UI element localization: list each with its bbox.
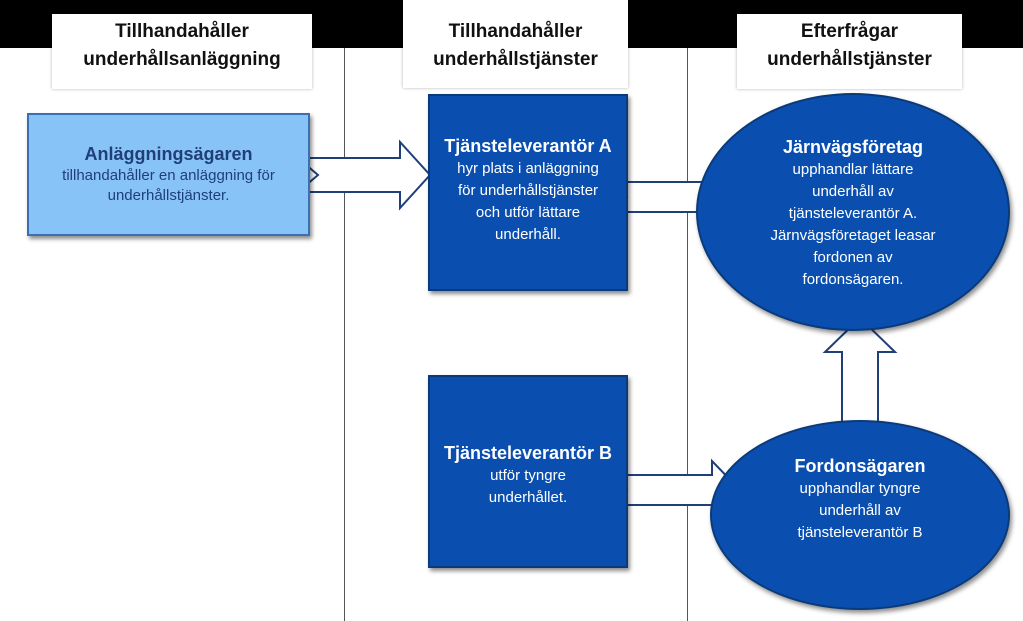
facility-owner-text: tillhandahåller en anläggning för xyxy=(62,167,275,184)
provider-a-text: underhåll. xyxy=(495,226,561,243)
lane-header-services: Tillhandahåller underhållstjänster xyxy=(403,0,628,88)
facility-owner-text: underhållstjänster. xyxy=(107,187,230,204)
provider-b-text: utför tyngre xyxy=(490,467,566,484)
provider-b-title: Tjänsteleverantör B xyxy=(443,443,613,463)
vehicle-owner-text: underhåll av xyxy=(819,502,901,519)
lane-header-line: underhållsanläggning xyxy=(83,49,281,70)
railway-company-text: fordonsägaren. xyxy=(802,271,904,288)
vehicle-owner-title: Fordonsägaren xyxy=(794,456,926,476)
facility-owner-box: Anläggningsägaren tillhandahåller en anl… xyxy=(27,113,310,236)
provider-b-text: underhållet. xyxy=(488,489,568,506)
lane-header-line: Efterfrågar xyxy=(800,21,899,42)
provider-a-title: Tjänsteleverantör A xyxy=(444,136,612,156)
railway-company-text: fordonen av xyxy=(813,249,893,266)
vehicle-owner-text: upphandlar tyngre xyxy=(799,480,921,497)
lane-header-facility: Tillhandahåller underhållsanläggning xyxy=(52,14,312,89)
railway-company-title: Järnvägsföretag xyxy=(782,137,924,157)
arrow-owner-to-provider-a xyxy=(295,139,432,211)
lane-header-demand: Efterfrågar underhållstjänster xyxy=(737,14,962,89)
vehicle-owner-text: tjänsteleverantör B xyxy=(797,524,923,541)
railway-company-text: underhåll av xyxy=(812,183,894,200)
lane-header-line: Tillhandahåller xyxy=(448,21,583,42)
lane-header-line: underhållstjänster xyxy=(767,49,932,70)
provider-a-text: för underhållstjänster xyxy=(457,182,599,199)
facility-owner-title: Anläggningsägaren xyxy=(84,144,253,164)
provider-b-box: Tjänsteleverantör B utför tyngre underhå… xyxy=(428,375,628,568)
railway-company-text: upphandlar lättare xyxy=(792,161,914,178)
railway-company-text: tjänsteleverantör A. xyxy=(788,205,918,222)
lane-header-line: Tillhandahåller xyxy=(115,21,249,42)
arrow-vehicle-owner-to-railway xyxy=(822,316,898,431)
lane-header-line: underhållstjänster xyxy=(433,49,598,70)
provider-a-text: och utför lättare xyxy=(475,204,581,221)
vehicle-owner-ellipse: Fordonsägaren upphandlar tyngre underhål… xyxy=(710,420,1010,610)
provider-a-text: hyr plats i anläggning xyxy=(457,160,599,177)
railway-company-text: Järnvägsföretaget leasar xyxy=(770,227,936,244)
provider-a-box: Tjänsteleverantör A hyr plats i anläggni… xyxy=(428,94,628,291)
railway-company-ellipse: Järnvägsföretag upphandlar lättare under… xyxy=(696,93,1010,331)
